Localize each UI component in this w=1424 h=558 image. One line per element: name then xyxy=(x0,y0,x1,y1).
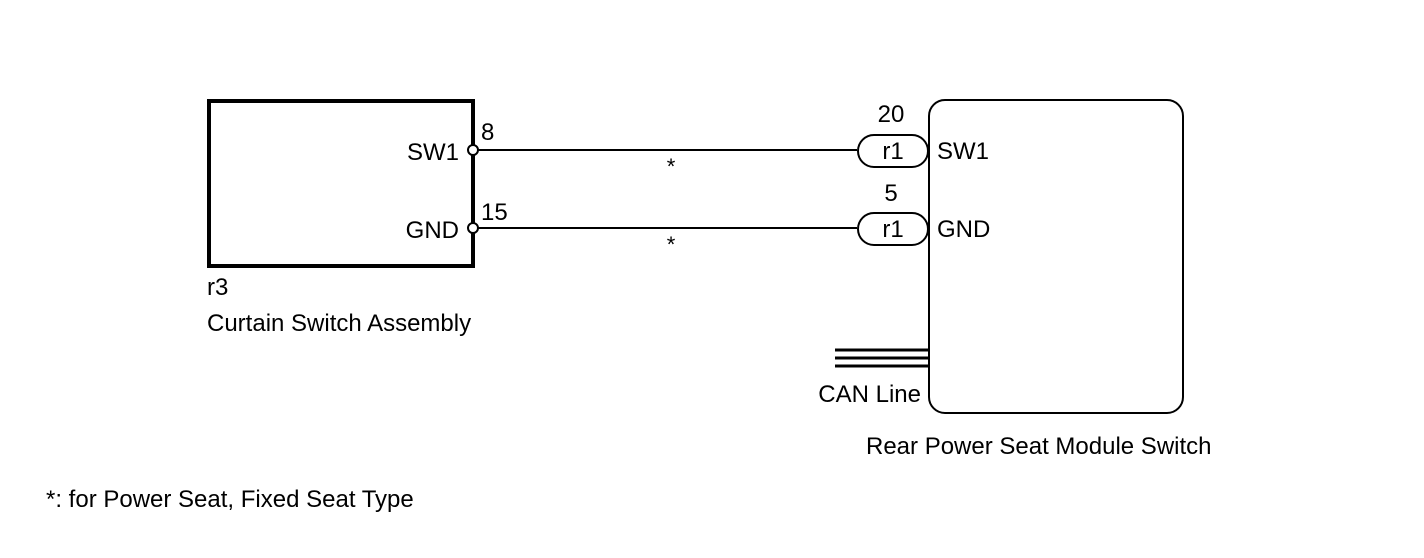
can-line-label: CAN Line xyxy=(818,381,921,408)
module-switch-box xyxy=(928,99,1184,414)
left-pin-2-number: 15 xyxy=(481,199,508,226)
right-pin-1-number: 20 xyxy=(878,101,905,128)
left-component-name: Curtain Switch Assembly xyxy=(207,310,471,337)
left-connector-id: r3 xyxy=(207,274,228,301)
right-pin-1-connector: r1 xyxy=(882,138,903,165)
left-pin-1-number: 8 xyxy=(481,119,494,146)
right-pin-1-label: SW1 xyxy=(937,138,989,165)
right-pin-1-connector-shape xyxy=(857,134,929,168)
left-pin-2-label: GND xyxy=(406,217,459,244)
wires: * * xyxy=(478,149,857,257)
can-line-bus xyxy=(835,348,929,368)
wire-sw1-marker: * xyxy=(667,154,676,179)
right-component-name: Rear Power Seat Module Switch xyxy=(866,433,1212,460)
curtain-switch-assembly: SW1 GND 8 15 r3 Curtain Switch Assembly xyxy=(207,99,508,337)
left-pin-1-label: SW1 xyxy=(407,139,459,166)
right-pin-2-connector-shape xyxy=(857,212,929,246)
right-pin-2-connector: r1 xyxy=(882,216,903,243)
right-pin-2-number: 5 xyxy=(884,180,897,207)
right-pin-2-label: GND xyxy=(937,216,990,243)
rear-power-seat-module-switch: r1 r1 20 5 SW1 GND CAN Line Rear Power S… xyxy=(818,99,1212,460)
left-pin-2-terminal xyxy=(467,222,479,234)
wire-gnd-marker: * xyxy=(667,232,676,257)
footnote: *: for Power Seat, Fixed Seat Type xyxy=(46,486,414,513)
left-pin-1-terminal xyxy=(467,144,479,156)
curtain-switch-box xyxy=(207,99,475,268)
